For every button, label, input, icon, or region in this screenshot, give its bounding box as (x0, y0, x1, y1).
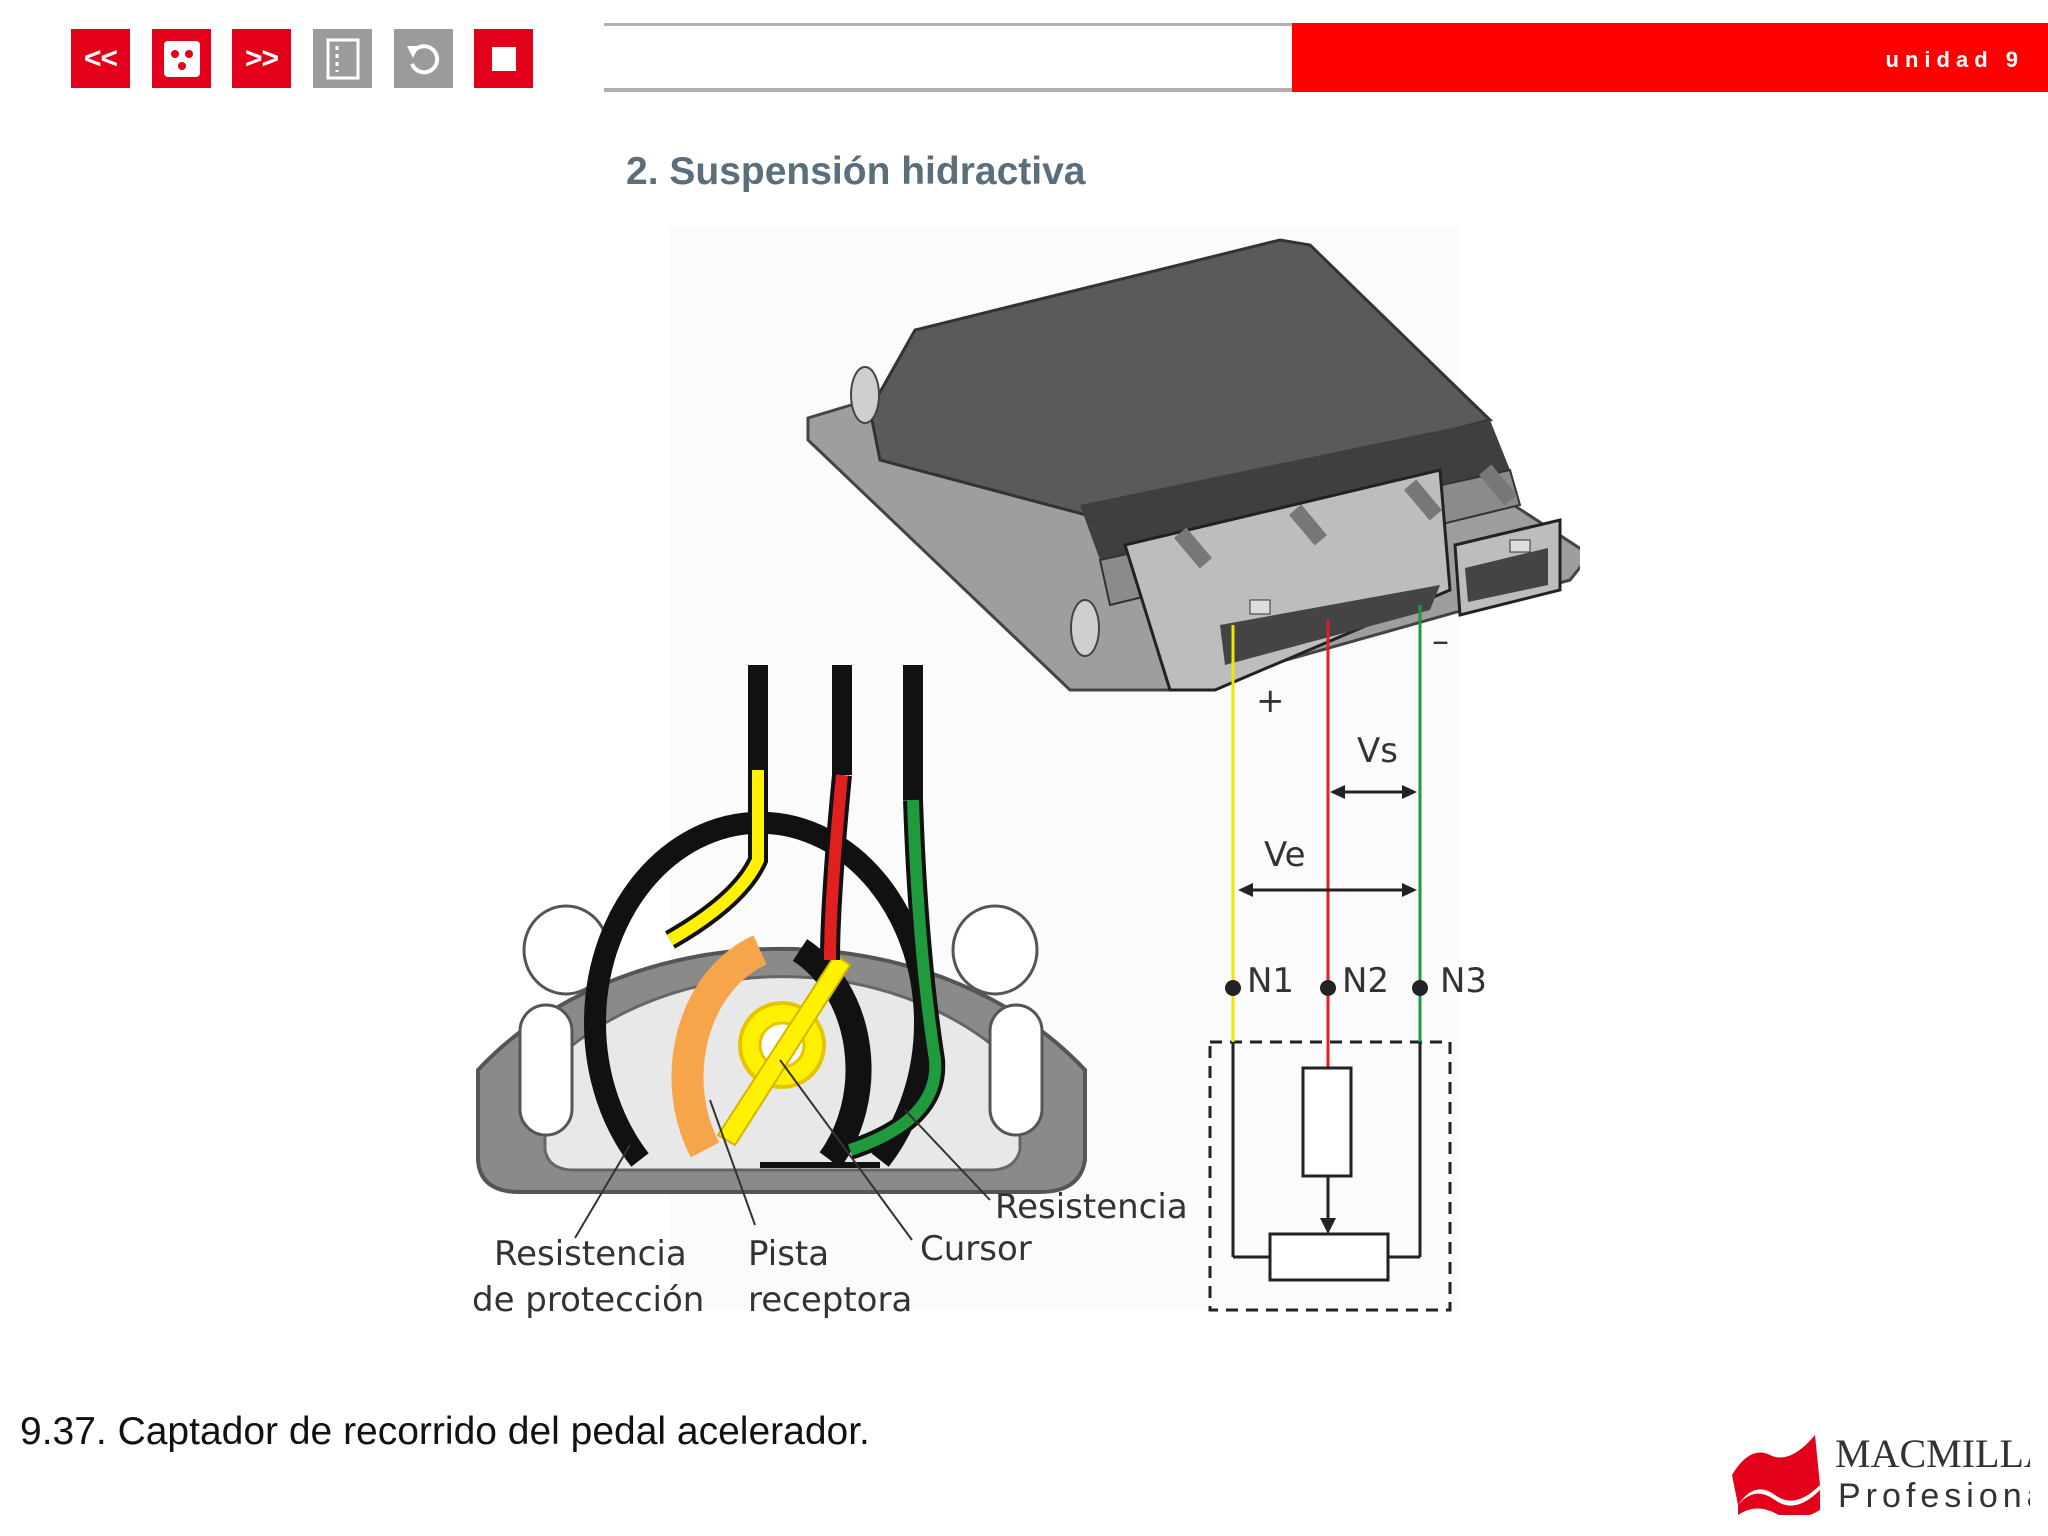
sensor-wires (665, 665, 946, 1160)
unit-label: unidad 9 (1885, 47, 2024, 72)
resistencia-proteccion-label-1: Resistencia (494, 1234, 687, 1274)
minus-label: – (1432, 621, 1449, 661)
pedal-sensor-diagram: + – Vs Ve N1 N2 N3 (472, 225, 1580, 1320)
plus-label: + (1256, 681, 1285, 721)
next-button[interactable]: >> (232, 29, 291, 88)
list-icon (326, 38, 359, 79)
cursor-label: Cursor (920, 1229, 1032, 1269)
previous-button[interactable]: << (71, 29, 130, 88)
pista-label-2: receptora (748, 1280, 912, 1320)
next-label: >> (244, 41, 279, 75)
logo-line2: Profesional (1838, 1477, 2030, 1515)
back-button[interactable] (394, 29, 453, 88)
figure-caption: 9.37. Captador de recorrido del pedal ac… (20, 1410, 870, 1453)
ecu-unit (806, 238, 1580, 692)
n3-label: N3 (1440, 961, 1487, 1001)
potentiometer-schematic (1208, 996, 1452, 1312)
sensor-body (476, 811, 1087, 1194)
resistencia-label: Resistencia (995, 1187, 1188, 1227)
header-red-band: unidad 9 (1292, 23, 2048, 92)
section-title: 2. Suspensión hidractiva (626, 150, 1086, 193)
stop-button[interactable] (474, 29, 533, 88)
header-bar: unidad 9 (604, 23, 2048, 93)
stop-icon (491, 46, 516, 71)
header-line-top (604, 23, 1294, 26)
logo-line1: MACMILLAN (1835, 1431, 2030, 1476)
undo-icon (406, 43, 439, 74)
previous-label: << (83, 41, 118, 75)
ve-arrow (1238, 883, 1417, 897)
macmillan-logo: MACMILLAN Profesional (1732, 1431, 2030, 1515)
pista-label-1: Pista (748, 1234, 829, 1274)
vs-label: Vs (1357, 731, 1398, 771)
ve-label: Ve (1264, 835, 1306, 875)
n1-label: N1 (1247, 961, 1294, 1001)
header-line-bottom (604, 88, 1294, 92)
n2-label: N2 (1342, 961, 1389, 1001)
dice-icon (163, 40, 200, 77)
node-n1 (1225, 980, 1241, 996)
outline-button[interactable] (313, 29, 372, 88)
index-button[interactable] (152, 29, 211, 88)
vs-arrow (1330, 785, 1417, 799)
resistencia-proteccion-label-2: de protección (472, 1280, 704, 1320)
logo-wave-icon (1732, 1435, 1820, 1505)
node-n2 (1320, 980, 1336, 996)
callout-lines (574, 1059, 991, 1241)
node-n3 (1412, 980, 1428, 996)
